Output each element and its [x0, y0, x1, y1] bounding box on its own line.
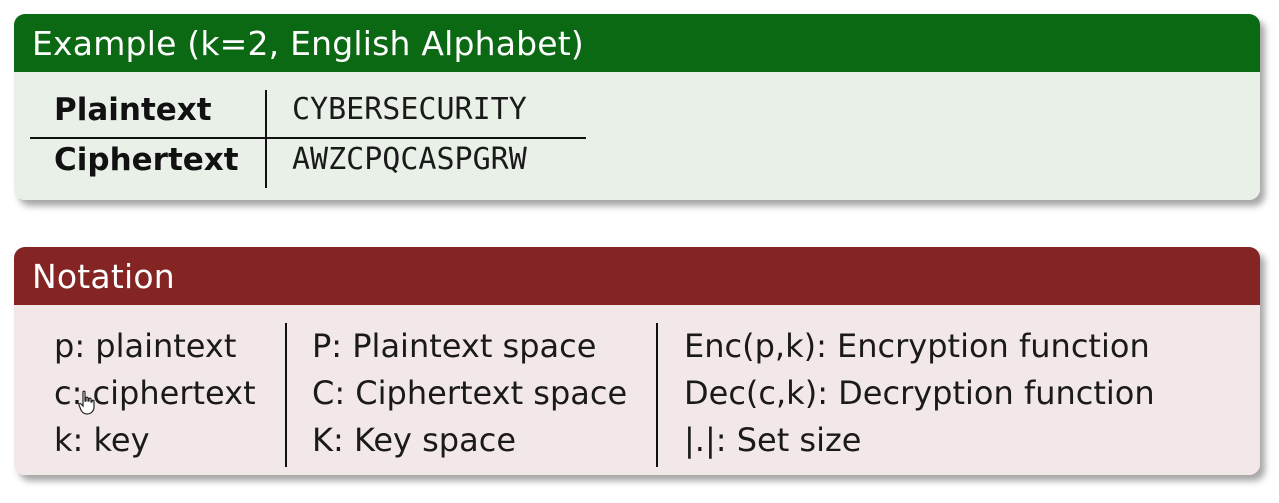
ciphertext-label: Ciphertext [54, 142, 239, 178]
notation-body: p: plaintext c: ciphertext k: key P: Pla… [14, 305, 1260, 475]
plaintext-label: Plaintext [54, 92, 212, 128]
notation-item: P: Plaintext space [312, 327, 597, 365]
notation-item: C: Ciphertext space [312, 374, 628, 412]
example-block: Example (k=2, English Alphabet) Plaintex… [14, 14, 1260, 200]
example-body: Plaintext CYBERSECURITY Ciphertext AWZCP… [14, 72, 1260, 200]
notation-item: k: key [54, 421, 150, 459]
table-horizontal-rule [30, 137, 586, 139]
notation-block: Notation p: plaintext c: ciphertext k: k… [14, 247, 1260, 475]
notation-item: Enc(p,k): Encryption function [684, 327, 1150, 365]
column-divider [285, 323, 287, 467]
notation-item: Dec(c,k): Decryption function [684, 374, 1155, 412]
hand-cursor-icon [78, 390, 95, 415]
notation-item: |.|: Set size [684, 421, 862, 459]
example-table: Plaintext CYBERSECURITY Ciphertext AWZCP… [30, 90, 586, 188]
notation-column-spaces: P: Plaintext space C: Ciphertext space K… [312, 323, 627, 464]
notation-item: K: Key space [312, 421, 516, 459]
ciphertext-value: AWZCPQCASPGRW [292, 142, 527, 177]
notation-title: Notation [14, 247, 1260, 305]
notation-column-symbols: p: plaintext c: ciphertext k: key [54, 323, 256, 464]
table-vertical-rule [265, 90, 267, 188]
example-title: Example (k=2, English Alphabet) [14, 14, 1260, 72]
plaintext-value: CYBERSECURITY [292, 92, 527, 127]
notation-item: p: plaintext [54, 327, 237, 365]
notation-column-functions: Enc(p,k): Encryption function Dec(c,k): … [684, 323, 1155, 464]
column-divider [656, 323, 658, 467]
